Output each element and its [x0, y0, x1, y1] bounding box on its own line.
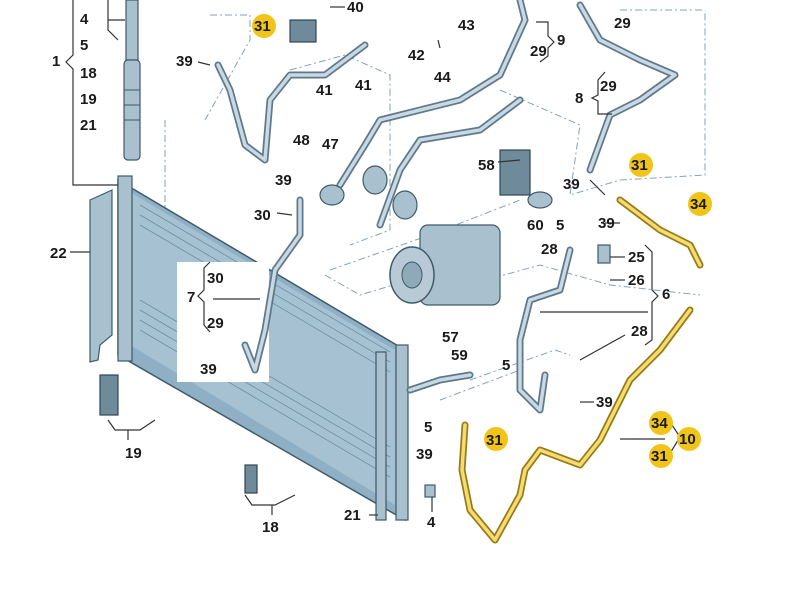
callout-39: 39: [596, 394, 613, 411]
callout-4: 4: [427, 514, 436, 531]
callout-30: 30: [207, 270, 224, 287]
callout-22: 22: [50, 245, 67, 262]
callout-28: 28: [541, 241, 558, 258]
highlight-circles: [252, 14, 712, 468]
callout-47: 47: [322, 136, 339, 153]
callout-29: 29: [530, 43, 547, 60]
callout-31-highlight: 31: [254, 18, 271, 35]
callout-9: 9: [557, 32, 565, 49]
callout-21: 21: [80, 117, 97, 134]
callout-4: 4: [80, 11, 89, 28]
callout-39: 39: [563, 176, 580, 193]
callout-39: 39: [176, 53, 193, 70]
callout-39: 39: [275, 172, 292, 189]
callout-25: 25: [628, 249, 645, 266]
bracket-21: [375, 351, 387, 521]
callout-6: 6: [662, 286, 670, 303]
callout-30: 30: [254, 207, 271, 224]
callout-43: 43: [458, 17, 475, 34]
callout-60: 60: [527, 217, 544, 234]
callout-34-highlight: 34: [690, 196, 707, 213]
callout-29: 29: [600, 78, 617, 95]
callout-labels: 4 5 18 19 21 1 39 31 40 42 43 44 41 41 4…: [50, 0, 707, 536]
callout-21: 21: [344, 507, 361, 524]
callout-39: 39: [416, 446, 433, 463]
highlighted-lines: [458, 196, 704, 544]
callout-40: 40: [347, 0, 364, 16]
callout-10-highlight: 10: [679, 431, 696, 448]
callout-18: 18: [262, 519, 279, 536]
callout-42: 42: [408, 47, 425, 64]
callout-5: 5: [424, 419, 432, 436]
callout-29: 29: [207, 315, 224, 332]
callout-29: 29: [614, 15, 631, 32]
callout-19: 19: [80, 91, 97, 108]
bracket-22: [89, 189, 113, 363]
leader-lines: [65, 0, 681, 516]
callout-58: 58: [478, 157, 495, 174]
callout-18: 18: [80, 65, 97, 82]
callout-41: 41: [355, 77, 372, 94]
callout-59: 59: [451, 347, 468, 364]
compressor: [389, 224, 501, 306]
callout-39: 39: [200, 361, 217, 378]
callout-57: 57: [442, 329, 459, 346]
small-parts: [99, 19, 611, 498]
callout-5: 5: [556, 217, 564, 234]
refrigerant-lines: [214, 0, 679, 414]
callout-44: 44: [434, 69, 451, 86]
callout-39: 39: [598, 215, 615, 232]
callout-1: 1: [52, 53, 60, 70]
callout-7: 7: [187, 289, 195, 306]
callout-48: 48: [293, 132, 310, 149]
callout-41: 41: [316, 82, 333, 99]
callout-31-highlight: 31: [651, 448, 668, 465]
callout-34-highlight: 34: [651, 415, 668, 432]
callout-19: 19: [125, 445, 142, 462]
receiver-drier: [123, 0, 141, 161]
callout-5: 5: [502, 357, 510, 374]
callout-31-highlight: 31: [486, 432, 503, 449]
callout-5: 5: [80, 37, 88, 54]
callout-8: 8: [575, 90, 583, 107]
callout-31-highlight: 31: [631, 157, 648, 174]
callout-26: 26: [628, 272, 645, 289]
callout-28: 28: [631, 323, 648, 340]
